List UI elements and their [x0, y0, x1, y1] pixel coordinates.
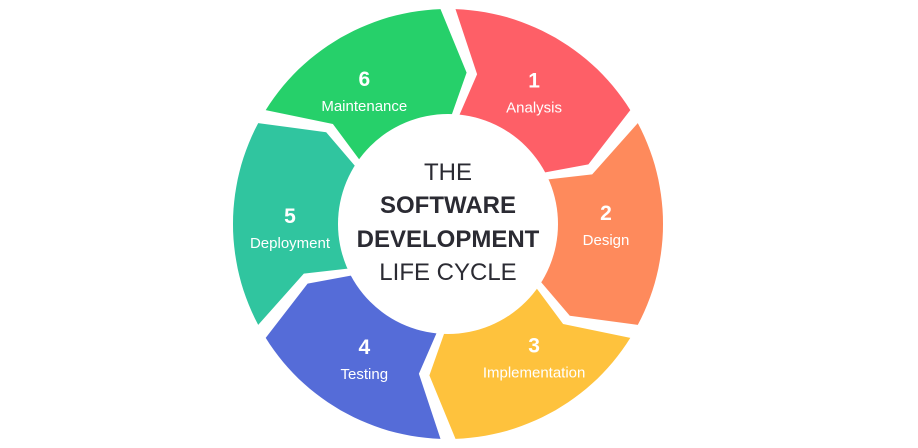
phase-segment-2	[527, 123, 663, 325]
phase-number-1: 1	[528, 70, 540, 93]
center-title-line-3: DEVELOPMENT	[357, 226, 540, 253]
center-circle	[338, 114, 558, 334]
phase-label-2: Design	[583, 232, 630, 249]
center-title-line-4: LIFE CYCLE	[379, 259, 516, 286]
phase-label-3: Implementation	[483, 365, 586, 382]
phase-number-4: 4	[358, 336, 370, 359]
phase-label-6: Maintenance	[321, 98, 407, 115]
phase-number-2: 2	[600, 202, 612, 225]
phase-segment-5	[233, 123, 369, 325]
phase-label-1: Analysis	[506, 100, 562, 117]
center-title-line-2: SOFTWARE	[380, 192, 516, 219]
phase-number-6: 6	[358, 68, 370, 91]
phase-number-5: 5	[284, 205, 296, 228]
center-title-line-1: THE	[424, 159, 472, 186]
phase-label-5: Deployment	[250, 235, 331, 252]
phase-number-3: 3	[528, 335, 540, 358]
phase-label-4: Testing	[341, 366, 389, 383]
